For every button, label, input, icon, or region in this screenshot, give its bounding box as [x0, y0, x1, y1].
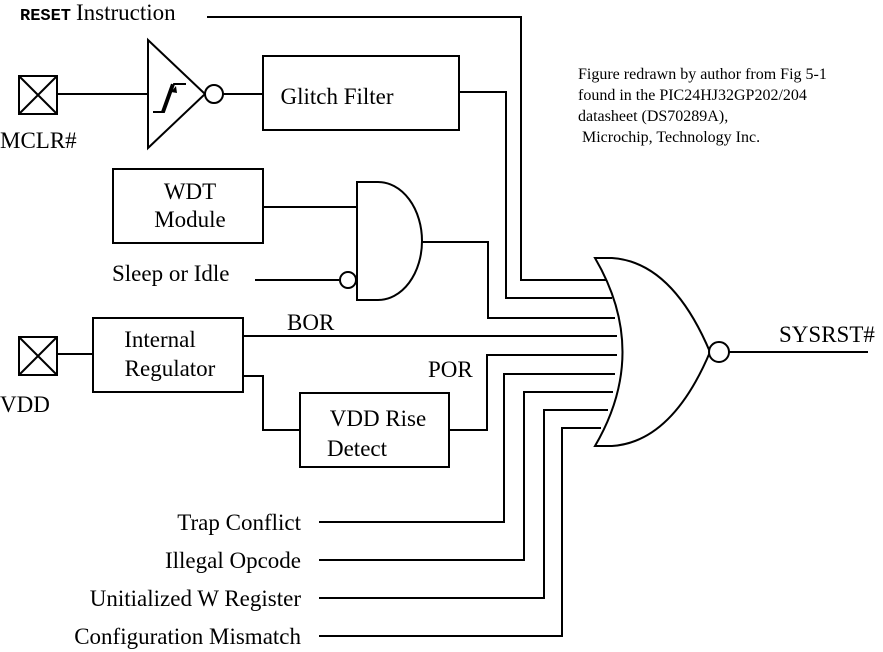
glitch-filter-label: Glitch Filter	[280, 84, 393, 109]
mclr-label: MCLR#	[0, 128, 77, 153]
and-input-bubble	[339, 271, 357, 289]
schmitt-trigger-icon	[153, 83, 186, 113]
figure-caption: Figure redrawn by author from Fig 5-1 fo…	[578, 66, 827, 146]
config-mismatch-label: Configuration Mismatch	[74, 624, 301, 649]
por-label: POR	[428, 357, 473, 382]
vdd-label: VDD	[0, 392, 50, 417]
wire-glitch-filter-out	[459, 91, 612, 299]
vdd-rise-label-line1: VDD Rise	[330, 406, 426, 431]
caption-line2: found in the PIC24HJ32GP202/204	[578, 87, 807, 104]
vdd-rise-detect-block: VDD Rise Detect	[299, 392, 450, 468]
sysrst-label: SYSRST#	[779, 322, 875, 347]
wire-illegal-opcode	[319, 391, 613, 561]
vdd-rise-label-line2: Detect	[327, 436, 388, 461]
wires	[57, 16, 868, 637]
caption-line4: Microchip, Technology Inc.	[578, 129, 760, 146]
internal-regulator-block: Internal Regulator	[92, 317, 244, 393]
wire-reset-instruction	[207, 16, 612, 281]
wire-trap-conflict	[319, 373, 615, 523]
uninit-w-label: Unitialized W Register	[90, 586, 302, 611]
trap-conflict-label: Trap Conflict	[177, 510, 301, 535]
wdt-label-line2: Module	[154, 207, 226, 232]
mclr-pin	[18, 75, 58, 115]
bor-label: BOR	[287, 310, 335, 335]
sleep-idle-label: Sleep or Idle	[112, 261, 230, 286]
glitch-filter-block: Glitch Filter	[262, 55, 460, 131]
nor-output-bubble	[708, 341, 730, 363]
caption-line3: datasheet (DS70289A),	[578, 108, 728, 125]
and-gate	[339, 181, 423, 301]
hysteresis-arrow-icon	[171, 86, 177, 93]
regulator-label-line1: Internal	[124, 327, 196, 352]
schmitt-inverter	[147, 37, 224, 151]
regulator-label-line2: Regulator	[125, 356, 216, 381]
wdt-module-block: WDT Module	[112, 168, 264, 244]
nor-gate	[593, 257, 730, 447]
wdt-label-line1: WDT	[164, 179, 216, 204]
vdd-pin	[18, 336, 58, 376]
caption-line1: Figure redrawn by author from Fig 5-1	[578, 66, 827, 83]
wire-uninit-w	[319, 409, 608, 599]
wire-regulator-to-rise	[243, 375, 300, 431]
illegal-opcode-label: Illegal Opcode	[165, 548, 301, 573]
wire-and-out	[422, 241, 615, 319]
wire-por	[449, 354, 617, 431]
wire-config-mismatch	[319, 427, 601, 637]
inverter-bubble	[204, 84, 224, 104]
